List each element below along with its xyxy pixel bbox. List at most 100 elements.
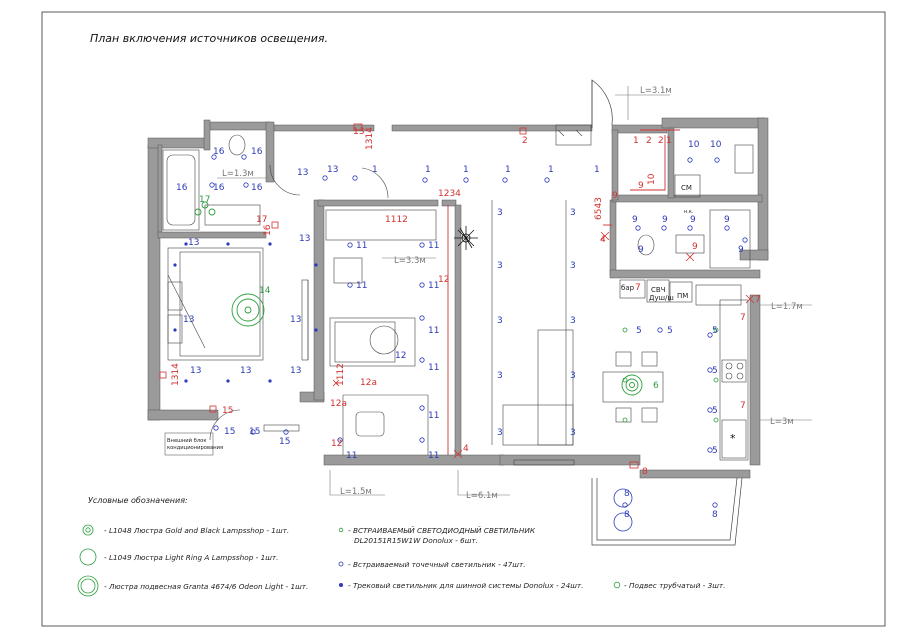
label-7-red-b: 7: [755, 295, 761, 305]
label-2-red-b: 2: [646, 136, 652, 146]
label-3-h: 3: [570, 371, 576, 381]
label-washer: СМ: [681, 184, 692, 192]
label-15-b: 15: [249, 427, 260, 437]
label-dishwasher: ПМ: [677, 292, 688, 300]
label-1617-red: 16: [263, 224, 273, 236]
label-8-b: 8: [624, 510, 630, 520]
label-11-f: 11: [428, 363, 439, 373]
plant-icon: [454, 226, 478, 250]
legend-item-spot: - Встраиваемый точечный светильник - 47ш…: [348, 560, 526, 569]
label-12a-red-b: 12а: [330, 399, 347, 409]
label-13-g: 13: [190, 366, 201, 376]
label-5-b: 5: [667, 326, 673, 336]
label-11-d: 11: [356, 281, 367, 291]
label-9-red-b: 9: [612, 191, 618, 201]
label-3-i: 3: [497, 428, 503, 438]
label-5-d: 5: [712, 366, 718, 376]
legend-symbol-light-ring: [79, 548, 97, 566]
label-3-a: 3: [497, 208, 503, 218]
label-1-f: 1: [594, 165, 600, 175]
balcony: [591, 477, 743, 546]
label-13-e: 13: [183, 315, 194, 325]
label-13-c: 13: [188, 238, 199, 248]
label-10-red: 10: [647, 173, 657, 185]
group-labels-blue: 16 16 16 16 16 13 13 13 13 13 13 13 13 1…: [176, 140, 744, 520]
label-9-red: 9: [638, 181, 644, 191]
label-16-a: 16: [213, 147, 225, 157]
label-11-g: 11: [428, 411, 439, 421]
legend-item-led-1: - ВСТРАИВАЕМЫЙ СВЕТОДИОДНЫЙ СВЕТИЛЬНИК: [348, 526, 536, 535]
label-16-d: 16: [213, 183, 225, 193]
label-11-h: 11: [428, 451, 439, 461]
label-10-b: 10: [710, 140, 722, 150]
ventilation-box: [164, 432, 214, 456]
label-17: 17: [199, 195, 210, 205]
label-13-red: 13: [353, 127, 364, 137]
label-3-d: 3: [570, 261, 576, 271]
label-4-red-a: 4: [600, 235, 606, 245]
label-13-i: 13: [290, 366, 301, 376]
dim-1-3m: L=1.3м: [222, 169, 254, 179]
label-8-c: 8: [712, 510, 718, 520]
asterisk-icon: *: [730, 432, 736, 445]
label-4-red-b: 4: [463, 444, 469, 454]
label-microwave: СВЧ: [651, 286, 666, 294]
label-1112-red-b: 1112: [336, 363, 346, 386]
label-3-g: 3: [497, 371, 503, 381]
legend-symbols-blue: [338, 561, 344, 588]
led-downlights: [622, 327, 719, 423]
label-10-a: 10: [688, 140, 700, 150]
label-3-j: 3: [570, 428, 576, 438]
label-7-red-c: 7: [740, 313, 746, 323]
label-15-c: 15: [279, 437, 290, 447]
label-11-i: 11: [346, 451, 357, 461]
label-9-c: 9: [690, 215, 696, 225]
label-9-f: 9: [738, 245, 744, 255]
legend-symbol-led: [338, 527, 344, 533]
room-labels: СВЧ Душ/ш ПМ бар СМ н.к. Внешний блок ко…: [167, 184, 694, 451]
label-16-e: 16: [251, 183, 263, 193]
label-9-d: 9: [724, 215, 730, 225]
legend-symbols: [77, 524, 621, 597]
label-14: 14: [259, 286, 271, 296]
legend-item-granta: - Люстра подвесная Granta 4674/6 Odeon L…: [104, 582, 309, 591]
dimension-labels: L=3.1м L=1.3м L=3.3м L=1.7м L=3м L=1.5м …: [222, 86, 803, 501]
label-shower: Душ/ш: [649, 294, 674, 302]
label-16-c: 16: [176, 183, 188, 193]
label-15-a: 15: [224, 427, 235, 437]
label-1-red: 1: [633, 136, 639, 146]
label-5-c: 5: [712, 326, 718, 336]
label-1314-red-b: 1314: [171, 363, 181, 386]
label-3-b: 3: [570, 208, 576, 218]
dim-6-1m: L=6.1м: [466, 491, 498, 501]
label-12-a: 12: [395, 351, 406, 361]
label-9-a: 9: [632, 215, 638, 225]
label-15-red: 15: [222, 406, 233, 416]
label-5-a: 5: [636, 326, 642, 336]
legend-title: Условные обозначения:: [88, 496, 188, 505]
label-2-red-c: 2: [658, 136, 664, 146]
label-13-b: 13: [327, 165, 338, 175]
label-1-a: 1: [425, 165, 431, 175]
label-11-e: 11: [428, 326, 439, 336]
label-11-a: 11: [428, 241, 439, 251]
furniture: [162, 124, 754, 466]
legend-item-tube: - Подвес трубчатый - 3шт.: [624, 581, 726, 590]
label-9-red-c: 9: [692, 242, 698, 252]
switches: [159, 123, 755, 469]
entrance-door: [591, 79, 613, 128]
group-labels-red: 13 1314 2 1 2 2 1 9 10 9 6543 4 9 7 7 7 …: [171, 127, 761, 477]
legend-symbol-track: [338, 583, 343, 588]
label-1-c: 1: [505, 165, 511, 175]
label-3-c: 3: [497, 261, 503, 271]
wiring: [447, 129, 680, 455]
legend-item-gold-black: - L1048 Люстра Gold and Black Lampsshop …: [104, 526, 290, 535]
label-5-f: 5: [712, 446, 718, 456]
spot-lights: [209, 154, 748, 532]
dimension-lines: [217, 86, 812, 496]
label-13-h: 13: [240, 366, 251, 376]
label-2-red-a: 2: [522, 136, 528, 146]
label-1-e: 1: [372, 165, 378, 175]
label-9-b: 9: [662, 215, 668, 225]
